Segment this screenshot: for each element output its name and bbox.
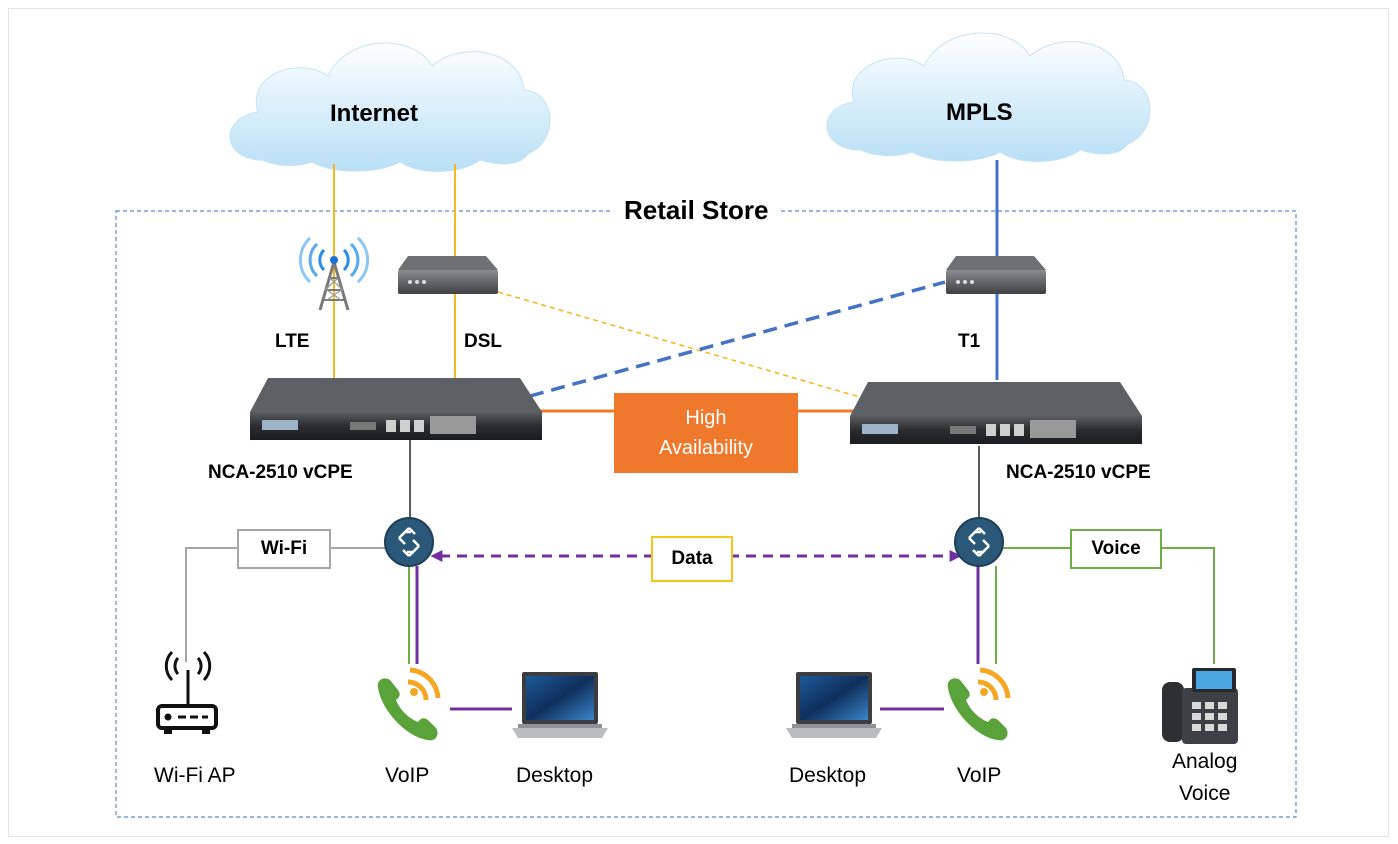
dsl-modem-icon xyxy=(398,256,498,294)
right-vcpe-label: NCA-2510 vCPE xyxy=(1006,462,1151,483)
ha-line-1: High xyxy=(685,407,727,429)
internet-cloud-label: Internet xyxy=(330,100,419,127)
dsl-label: DSL xyxy=(464,331,502,352)
right-vcpe-appliance-icon xyxy=(850,382,1142,444)
right-voip-label: VoIP xyxy=(957,764,1002,787)
ha-line-2: Availability xyxy=(658,437,754,459)
analog-phone-icon xyxy=(1162,668,1238,744)
mpls-cross-link xyxy=(529,280,946,398)
left-vcpe-label: NCA-2510 vCPE xyxy=(208,462,353,483)
mpls-cloud xyxy=(826,32,1151,162)
lte-label: LTE xyxy=(275,331,310,352)
t1-modem-icon xyxy=(946,256,1046,294)
wifi-router-icon xyxy=(156,650,218,734)
right-desktop-label: Desktop xyxy=(789,764,867,787)
voice-tag: Voice xyxy=(1070,529,1162,569)
analog-voice-line-2: Voice xyxy=(1179,782,1231,805)
diagram-frame xyxy=(8,8,1389,837)
t1-label: T1 xyxy=(958,331,981,352)
left-desktop-label: Desktop xyxy=(516,764,594,787)
retail-store-title: Retail Store xyxy=(612,195,781,226)
left-voip-label: VoIP xyxy=(385,764,430,787)
right-switch-icon xyxy=(954,517,1004,567)
dsl-cross-link xyxy=(497,291,871,401)
right-voip-phone-icon xyxy=(947,667,1011,741)
wifi-tag: Wi-Fi xyxy=(237,529,331,569)
internet-cloud xyxy=(229,42,551,172)
right-desktop-laptop-icon xyxy=(786,672,882,738)
high-availability-box: High Availability xyxy=(614,393,798,473)
data-tag: Data xyxy=(651,536,733,582)
left-vcpe-appliance-icon xyxy=(250,378,542,440)
left-desktop-laptop-icon xyxy=(512,672,608,738)
retail-store-boundary xyxy=(115,210,1297,818)
analog-voice-label: Analog Voice xyxy=(1172,746,1237,810)
mpls-cloud-label: MPLS xyxy=(946,99,1013,126)
wifi-ap-label: Wi-Fi AP xyxy=(154,764,236,787)
analog-voice-line-1: Analog xyxy=(1172,750,1238,773)
left-switch-icon xyxy=(384,517,434,567)
left-voip-phone-icon xyxy=(377,667,441,741)
